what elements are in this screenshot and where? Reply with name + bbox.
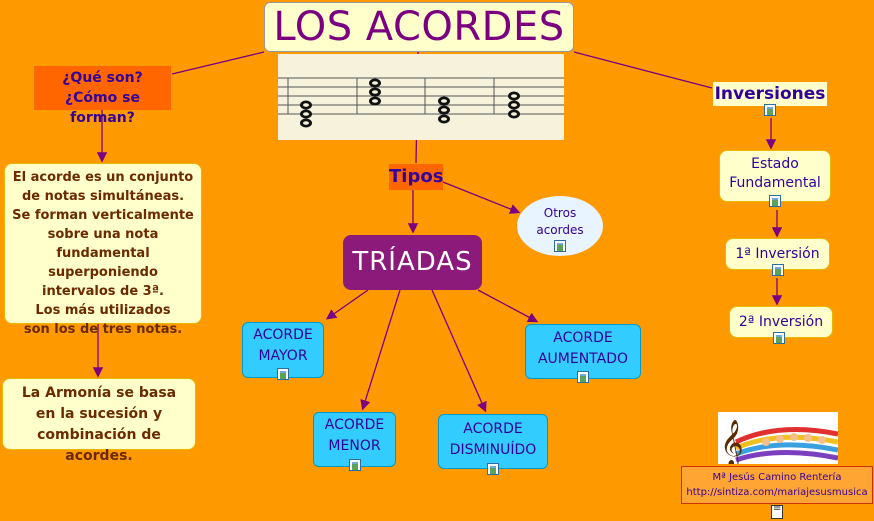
otros-line-1: Otros	[543, 206, 577, 220]
image-icon[interactable]	[554, 240, 566, 252]
primera-inversion-node: 1ª Inversión	[725, 238, 830, 276]
armonia-line: combinación de acordes.	[37, 427, 161, 464]
image-icon[interactable]	[577, 371, 589, 383]
document-icon[interactable]	[771, 503, 783, 519]
music-staff-icon	[278, 77, 564, 128]
segunda-inversion-node: 2ª Inversión	[729, 306, 833, 344]
estado-line-2: Fundamental	[729, 175, 821, 191]
author-url[interactable]: http://sintiza.com/mariajesusmusica	[686, 487, 868, 498]
acorde-mayor-node: ACORDE MAYOR	[242, 322, 324, 380]
svg-text:𝄞: 𝄞	[720, 420, 744, 464]
author-credit: Mª Jesús Camino Rentería http://sintiza.…	[681, 466, 873, 504]
author-name: Mª Jesús Camino Rentería	[712, 472, 842, 483]
armonia-line: en la sucesión y	[35, 406, 163, 422]
tipos-node: Tipos	[389, 164, 443, 190]
armonia-node: La Armonía se basa en la sucesión y comb…	[2, 378, 196, 464]
otros-line-2: acordes	[536, 223, 584, 237]
definition-node: El acorde es un conjunto de notas simult…	[4, 163, 202, 337]
image-icon[interactable]	[349, 459, 361, 471]
definition-line: Los más utilizados	[35, 303, 171, 318]
acorde-aumentado-node: ACORDE AUMENTADO	[525, 324, 641, 383]
image-icon[interactable]	[277, 368, 289, 380]
question-line-1: ¿Qué son?	[62, 70, 143, 86]
image-icon[interactable]	[772, 264, 784, 276]
definition-line: intervalos de 3ª.	[41, 284, 164, 299]
armonia-line: La Armonía se basa	[21, 385, 177, 401]
definition-line: El acorde es un conjunto	[12, 170, 194, 185]
definition-line: fundamental superponiendo	[48, 246, 158, 280]
staff-chords-image	[278, 54, 564, 140]
treble-clef-icon: 𝄞	[720, 420, 839, 468]
question-node: ¿Qué son? ¿Cómo se forman?	[34, 66, 171, 126]
page-title: LOS ACORDES	[264, 2, 574, 52]
music-banner-image: 𝄞	[718, 412, 839, 468]
definition-line: sobre una nota	[47, 227, 159, 242]
image-icon[interactable]	[764, 104, 776, 116]
definition-line: de notas simultáneas.	[21, 189, 185, 204]
question-line-2: ¿Cómo se forman?	[65, 90, 140, 126]
otros-acordes-node[interactable]: Otros acordes	[517, 196, 603, 256]
mayor-line-1: ACORDE	[253, 327, 313, 343]
inversiones-node: Inversiones	[713, 82, 827, 106]
aum-line-2: AUMENTADO	[537, 351, 629, 367]
menor-line-1: ACORDE	[324, 417, 385, 433]
mayor-line-2: MAYOR	[258, 348, 308, 364]
aum-line-1: ACORDE	[553, 330, 613, 346]
estado-line-1: Estado	[751, 156, 799, 172]
dism-line-2: DISMINUÍDO	[449, 442, 537, 458]
estado-fundamental-node: Estado Fundamental	[719, 150, 831, 207]
menor-line-2: MENOR	[328, 438, 381, 454]
image-icon[interactable]	[773, 332, 785, 344]
segunda-inversion-label: 2ª Inversión	[738, 314, 824, 330]
triadas-node: TRÍADAS	[343, 235, 482, 290]
image-icon[interactable]	[487, 463, 499, 475]
acorde-menor-node: ACORDE MENOR	[313, 412, 396, 471]
definition-line: son los de tres notas.	[23, 322, 183, 337]
dism-line-1: ACORDE	[463, 421, 523, 437]
acorde-disminuido-node: ACORDE DISMINUÍDO	[438, 414, 548, 475]
image-icon[interactable]	[769, 195, 781, 207]
primera-inversion-label: 1ª Inversión	[735, 246, 820, 262]
definition-line: Se forman verticalmente	[12, 208, 194, 223]
